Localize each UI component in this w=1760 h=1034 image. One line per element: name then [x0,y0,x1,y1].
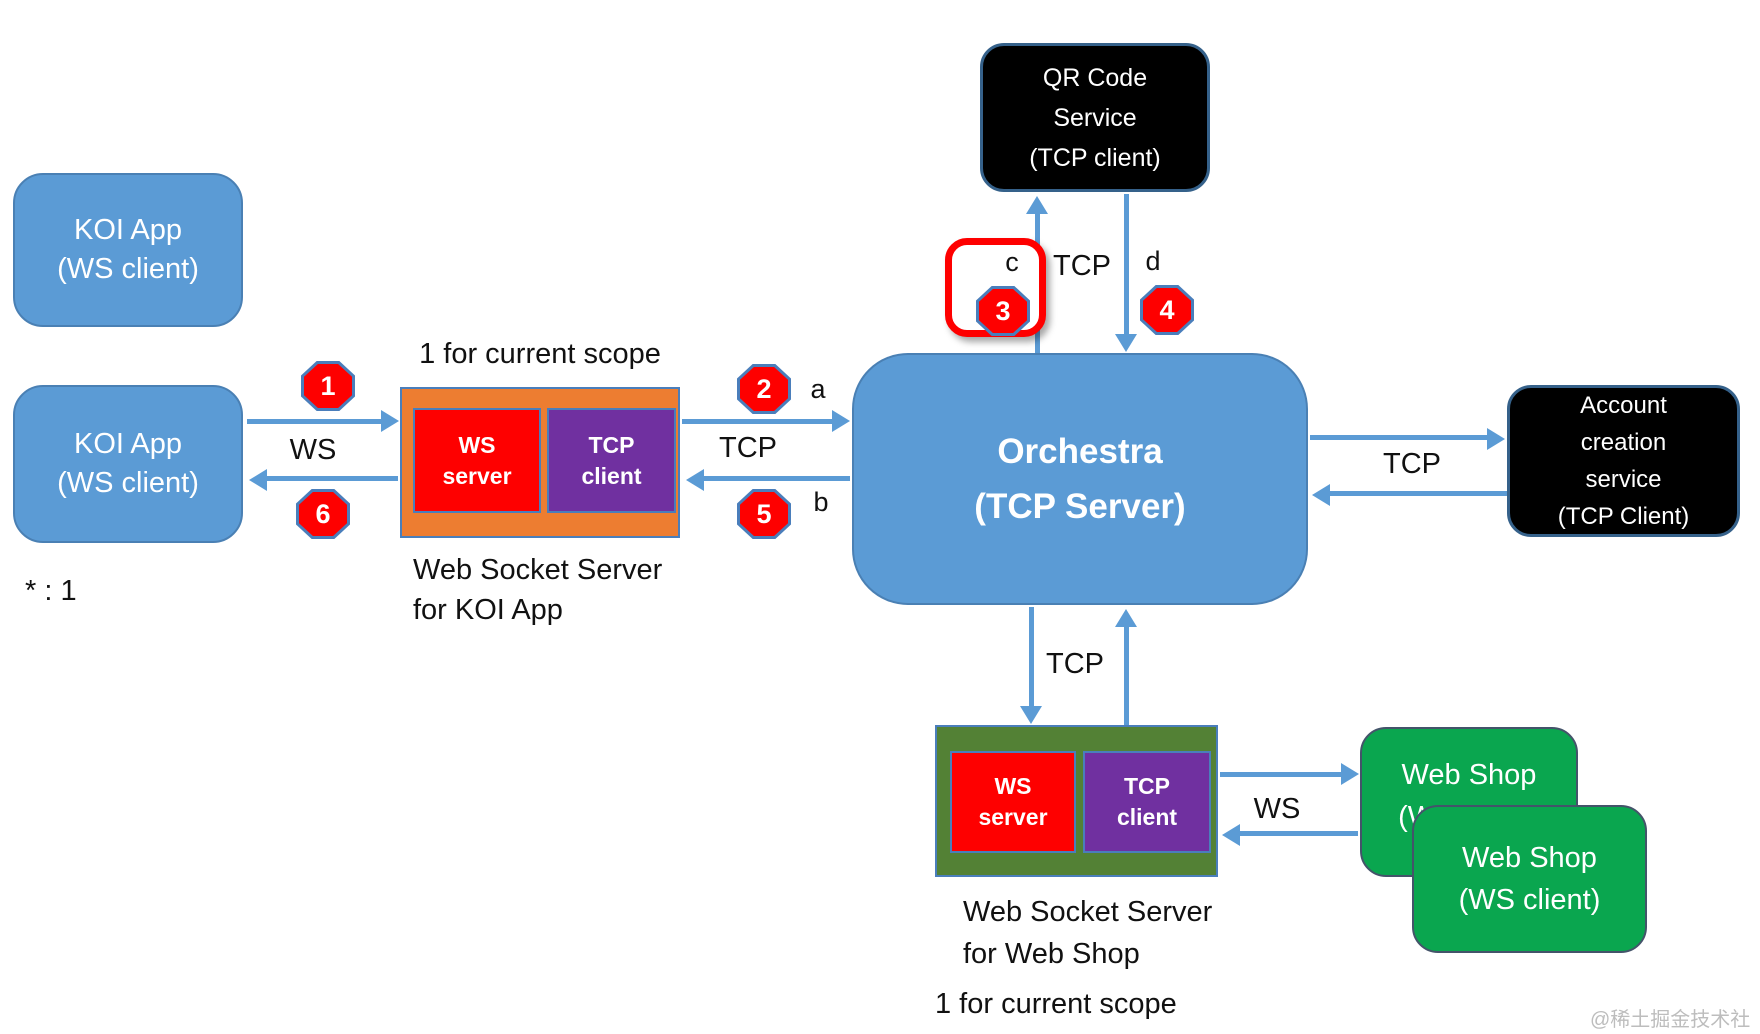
caption-wss-webshop: Web Socket Server for Web Shop [963,891,1212,975]
edge-label-ws-bottom: WS [1253,793,1301,825]
scope-note-bottom: 1 for current scope [935,988,1177,1020]
node-label-line: Service [1053,103,1137,132]
badge-number: 3 [979,289,1027,333]
node-label-line: (WS client) [1458,884,1601,916]
edge-label-tcp-right: TCP [1383,448,1441,480]
node-account-creation-service: Account creation service (TCP Client) [1507,385,1740,537]
arrow-right-head [832,410,850,432]
arrow-left-head [1222,824,1240,846]
step-badge-2: 2 [737,364,791,414]
badge-number: 4 [1143,288,1191,332]
caption-line: for KOI App [413,594,563,626]
step-letter-a: a [810,374,826,404]
node-ws-server-webshop: WS server [950,751,1076,853]
node-tcp-client-koi: TCP client [547,408,676,513]
arrow-wss-to-koi-shaft [267,476,398,481]
node-ws-server-koi: WS server [413,408,541,513]
step-badge-4: 4 [1140,285,1194,335]
node-label-line: QR Code [1042,63,1148,92]
arrow-down-head [1115,334,1137,352]
edge-label-ws-left: WS [289,434,337,466]
node-label-line: Account [1580,392,1667,419]
caption-line: for Web Shop [963,938,1140,970]
cardinality-note: * : 1 [25,575,77,607]
arrow-up-head [1115,609,1137,627]
node-label-line: (TCP client) [1029,143,1161,172]
octagon-icon: 5 [737,489,791,539]
arrow-koi-to-wss-shaft [247,419,383,424]
arrow-wsshop-to-orchestra-shaft [1124,627,1129,725]
node-label-line: KOI App [73,428,182,460]
arrow-right-head [1487,428,1505,450]
step-letter-b: b [813,487,829,517]
node-tcp-client-webshop: TCP client [1083,751,1211,853]
caption-line: Web Socket Server [963,896,1213,928]
node-koi-app: KOI App (WS client) [13,385,243,543]
octagon-icon: 4 [1140,285,1194,335]
step-badge-1: 1 [301,361,355,411]
arrow-account-to-orchestra-shaft [1330,491,1507,496]
node-web-shop-front: Web Shop (WS client) [1412,805,1647,953]
node-label-line: client [1116,804,1178,830]
caption-wss-koi: Web Socket Server for KOI App [413,550,662,630]
node-label-line: Web Shop [1401,759,1537,791]
arrow-wss-to-orchestra-shaft [682,419,832,424]
octagon-icon: 2 [737,364,791,414]
arrow-left-head [686,469,704,491]
arrow-left-head [1312,484,1330,506]
arrow-up-head [1026,196,1048,214]
node-label-line: (TCP Server) [974,487,1186,526]
arrow-down-head [1020,706,1042,724]
node-label-line: WS [994,773,1032,799]
node-label-line: server [442,462,512,489]
scope-note-top: 1 for current scope [419,338,661,370]
node-label-line: service [1585,466,1662,493]
node-koi-app-top: KOI App (WS client) [13,173,243,327]
node-label-line: Orchestra [997,432,1163,471]
arrow-orchestra-to-wsshop-shaft [1029,607,1034,707]
caption-line: Web Socket Server [413,554,663,586]
watermark: @稀土掘金技术社区 [1590,1009,1751,1031]
badge-number: 5 [740,492,788,536]
arrow-orchestra-to-account-shaft [1310,435,1487,440]
node-orchestra: Orchestra (TCP Server) [852,353,1308,605]
octagon-icon: 1 [301,361,355,411]
badge-number: 2 [740,367,788,411]
arrow-wsshop-to-webshop-shaft [1220,772,1341,777]
edge-label-tcp-bottom: TCP [1046,648,1104,680]
node-qr-code-service: QR Code Service (TCP client) [980,43,1210,192]
arrow-qr-to-orchestra-shaft [1124,194,1129,334]
node-label-line: client [581,462,642,489]
node-label-line: KOI App [73,214,182,246]
arrow-right-head [1341,763,1359,785]
step-letter-d: d [1145,246,1161,276]
node-label-line: (WS client) [57,467,199,499]
arrow-orchestra-to-wss-shaft [704,476,850,481]
octagon-icon: 6 [296,489,350,539]
badge-number: 1 [304,364,352,408]
edge-label-tcp-left: TCP [719,432,777,464]
node-label-line: Web Shop [1462,842,1597,874]
edge-label-tcp-top: TCP [1053,250,1111,282]
node-label-line: (WS client) [57,253,199,285]
octagon-icon: 3 [976,286,1030,336]
step-letter-c: c [1005,247,1019,277]
step-badge-6: 6 [296,489,350,539]
node-label-line: TCP [1124,773,1170,799]
arrow-right-head [381,410,399,432]
node-label-line: server [978,804,1048,830]
node-label-line: WS [458,431,496,458]
node-label-line: (TCP Client) [1557,503,1690,530]
node-label-line: creation [1580,429,1667,456]
badge-number: 6 [299,492,347,536]
arrow-webshop-to-wsshop-shaft [1240,831,1358,836]
arrow-left-head [249,469,267,491]
node-label-line: TCP [588,431,635,458]
step-badge-5: 5 [737,489,791,539]
step-badge-3: 3 [976,286,1030,336]
